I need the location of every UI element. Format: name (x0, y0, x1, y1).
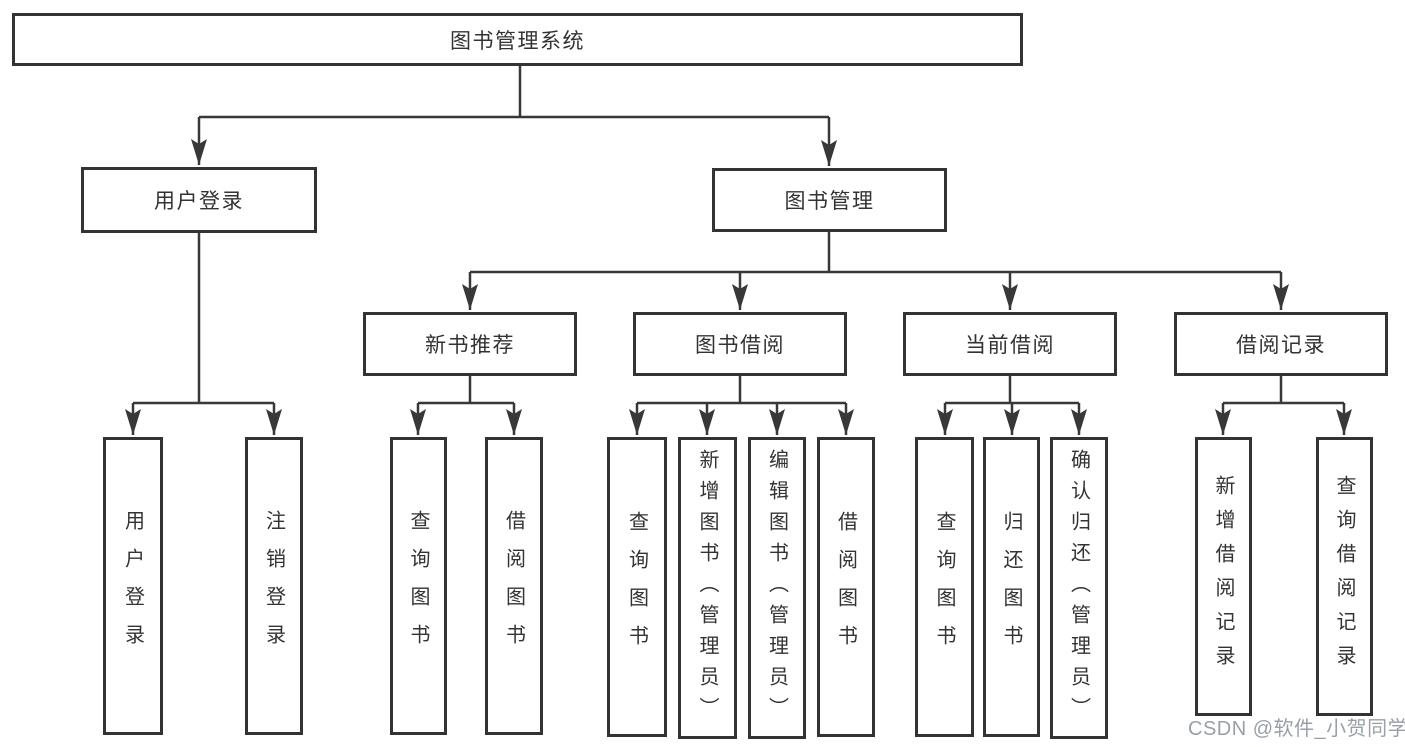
node-label: 查询图书 (407, 510, 429, 662)
leaf-query-books-current: 查询图书 (915, 437, 974, 737)
watermark: CSDN @软件_小贺同学 (1188, 718, 1405, 740)
node-label: 图书管理系统 (450, 29, 585, 53)
node-label: 确认归还（管理员） (1067, 448, 1090, 728)
leaf-user-login: 用户登录 (103, 437, 163, 735)
node-label: 用户登录 (154, 190, 244, 213)
node-label: 用户登录 (121, 510, 144, 662)
node-book-borrowing: 图书借阅 (633, 312, 847, 376)
leaf-borrow-books-recommend: 借阅图书 (485, 437, 543, 735)
node-label: 查询图书 (625, 511, 648, 663)
node-label: 注销登录 (262, 510, 285, 662)
node-library-management-system: 图书管理系统 (12, 13, 1023, 66)
leaf-add-borrow-record: 新增借阅记录 (1195, 437, 1252, 716)
leaf-confirm-return-admin: 确认归还（管理员） (1050, 437, 1108, 739)
node-borrowing-records: 借阅记录 (1174, 312, 1388, 376)
node-label: 新增图书（管理员） (696, 448, 718, 728)
node-label: 新增借阅记录 (1212, 474, 1234, 679)
node-current-borrowing: 当前借阅 (903, 312, 1117, 376)
node-label: 当前借阅 (965, 334, 1055, 357)
leaf-borrow-books: 借阅图书 (817, 437, 875, 737)
node-new-book-recommendation: 新书推荐 (363, 312, 577, 376)
node-label: 借阅记录 (1236, 334, 1326, 357)
leaf-query-books-borrowing: 查询图书 (607, 437, 667, 737)
node-label: 借阅图书 (834, 511, 857, 663)
node-label: 查询图书 (933, 511, 955, 663)
leaf-logout: 注销登录 (245, 437, 303, 735)
node-label: 借阅图书 (502, 510, 525, 662)
node-label: 图书借阅 (695, 334, 785, 357)
node-book-management: 图书管理 (712, 168, 947, 232)
node-label: 编辑图书（管理员） (765, 448, 788, 728)
leaf-query-books-recommend: 查询图书 (390, 437, 447, 735)
leaf-add-books-admin: 新增图书（管理员） (678, 437, 737, 739)
leaf-edit-books-admin: 编辑图书（管理员） (748, 437, 806, 739)
node-user-login: 用户登录 (81, 167, 317, 233)
node-label: 归还图书 (1000, 511, 1022, 663)
leaf-return-books: 归还图书 (983, 437, 1040, 737)
node-label: 查询借阅记录 (1333, 474, 1355, 679)
leaf-query-borrow-record: 查询借阅记录 (1316, 437, 1373, 716)
node-label: 新书推荐 (425, 334, 515, 357)
node-label: 图书管理 (784, 190, 875, 213)
